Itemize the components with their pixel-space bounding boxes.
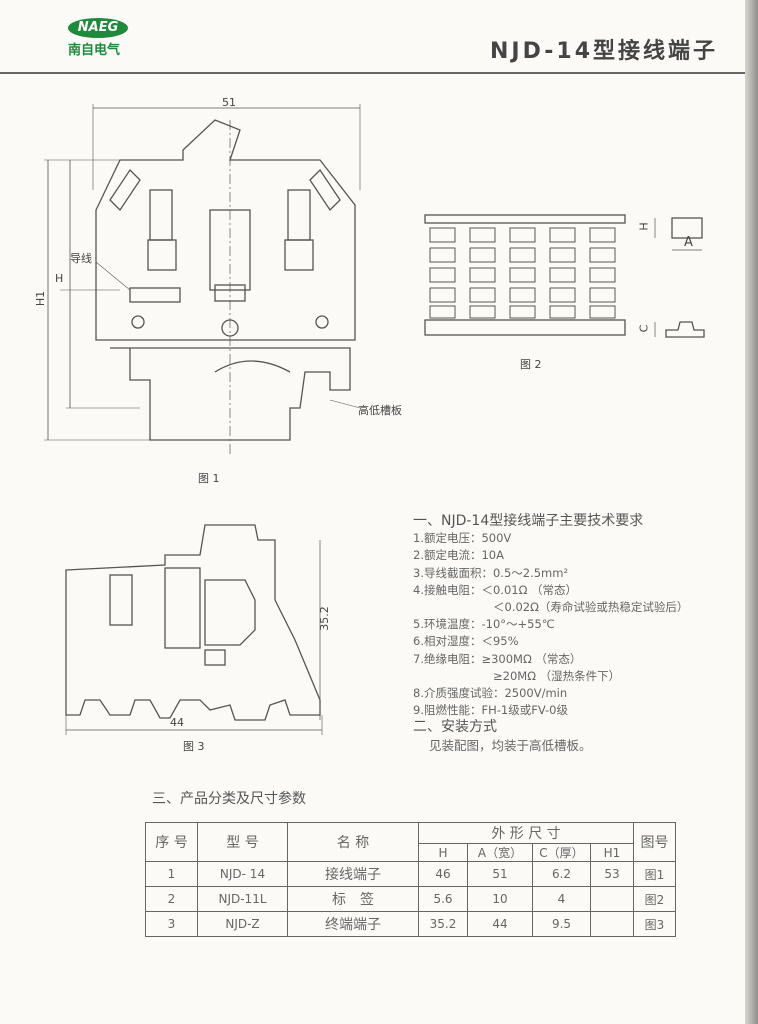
fig3-caption: 图 3 xyxy=(183,740,205,753)
cell-h1 xyxy=(590,886,634,912)
cell-c: 4 xyxy=(532,886,591,912)
header-h1: H1 xyxy=(590,843,634,862)
fig3-dim-width: 44 xyxy=(170,716,184,729)
fig1-dim-h: H xyxy=(55,272,64,285)
figure-3-drawing xyxy=(65,524,323,735)
fig2-dim-a: A xyxy=(684,235,693,250)
cell-model: NJD- 14 xyxy=(197,861,288,887)
table-row: 1 NJD- 14 接线端子 46 51 6.2 53 图1 xyxy=(145,861,676,887)
cell-c: 6.2 xyxy=(532,861,591,887)
table-row: 2 NJD-11L 标 签 5.6 10 4 图2 xyxy=(145,886,676,912)
spec-item: 5.环境温度：-10°～+55℃ xyxy=(413,617,555,632)
fig2-caption: 图 2 xyxy=(520,358,542,371)
cell-model: NJD-11L xyxy=(197,886,288,912)
logo-text: 南自电气 xyxy=(68,43,121,58)
page-title: NJD-14型接线端子 xyxy=(489,39,718,64)
header-name: 名 称 xyxy=(287,822,419,862)
header-c: C（厚） xyxy=(532,843,591,862)
cell-h: 5.6 xyxy=(418,886,468,912)
fig2-dim-h: H xyxy=(637,222,651,231)
header-model: 型 号 xyxy=(197,822,288,862)
spec-item: ≥20MΩ （湿热条件下） xyxy=(493,668,621,683)
spec-item: ＜0.02Ω（寿命试验或热稳定试验后） xyxy=(493,600,689,615)
cell-name: 接线端子 xyxy=(287,861,419,887)
header-dims: 外 形 尺 寸 xyxy=(418,822,634,844)
figure-2-drawing xyxy=(424,214,705,338)
spec-item: 7.绝缘电阻：≥300MΩ （常态） xyxy=(413,651,582,666)
install-heading: 二、安装方式 xyxy=(413,719,497,736)
cell-h: 46 xyxy=(418,861,468,887)
cell-no: 2 xyxy=(145,886,198,912)
spec-item: 4.接触电阻：＜0.01Ω （常态） xyxy=(413,582,578,597)
cell-name: 终端端子 xyxy=(287,911,419,937)
brand-logo: NAEG 南自电气 xyxy=(68,18,132,58)
fig2-dim-c: C xyxy=(637,324,651,333)
cell-fig: 图1 xyxy=(633,861,676,887)
logo-mark: NAEG xyxy=(68,18,128,38)
cell-no: 1 xyxy=(145,861,198,887)
header-fig: 图号 xyxy=(633,822,676,862)
cell-h: 35.2 xyxy=(418,911,468,937)
spec-item: 1.额定电压：500V xyxy=(413,531,512,546)
spec-item: 9.阻燃性能：FH-1级或FV-0级 xyxy=(413,703,568,718)
table-section-title: 三、产品分类及尺寸参数 xyxy=(152,791,306,807)
header-h: H xyxy=(418,843,468,862)
spec-item: 3.导线截面积：0.5～2.5mm² xyxy=(413,565,569,580)
table-row: 3 NJD-Z 终端端子 35.2 44 9.5 图3 xyxy=(145,911,676,937)
fig1-label-rail: 高低槽板 xyxy=(358,404,402,417)
figure-1-drawing xyxy=(44,104,361,455)
page-edge xyxy=(745,0,758,1024)
header-a: A（宽） xyxy=(467,843,533,862)
cell-model: NJD-Z xyxy=(197,911,288,937)
cell-a: 10 xyxy=(467,886,533,912)
product-table: 序 号 型 号 名 称 外 形 尺 寸 图号 H A（宽） C（厚） H1 1 … xyxy=(145,822,676,937)
spec-item: 8.介质强度试验：2500V/min xyxy=(413,686,568,701)
cell-c: 9.5 xyxy=(532,911,591,937)
cell-fig: 图2 xyxy=(633,886,676,912)
cell-h1: 53 xyxy=(590,861,634,887)
fig1-dim-h1: H1 xyxy=(34,290,48,307)
cell-h1 xyxy=(590,911,634,937)
tech-specs: 一、NJD-14型接线端子主要技术要求 1.额定电压：500V 2.额定电流：1… xyxy=(413,513,688,754)
cell-fig: 图3 xyxy=(633,911,676,937)
fig1-label-wire: 导线 xyxy=(70,252,92,265)
spec-item: 6.相对湿度：＜95% xyxy=(413,634,519,649)
cell-name: 标 签 xyxy=(287,886,419,912)
cell-a: 44 xyxy=(467,911,533,937)
cell-no: 3 xyxy=(145,911,198,937)
header-divider xyxy=(0,72,745,74)
spec-item: 2.额定电流：10A xyxy=(413,548,504,563)
install-text: 见装配图，均装于高低槽板。 xyxy=(429,737,592,753)
cell-a: 51 xyxy=(467,861,533,887)
specs-heading: 一、NJD-14型接线端子主要技术要求 xyxy=(413,513,644,529)
fig3-dim-height: 35.2 xyxy=(317,606,331,631)
fig1-dim-width: 51 xyxy=(222,96,236,109)
fig1-caption: 图 1 xyxy=(198,472,220,485)
header-no: 序 号 xyxy=(145,822,198,862)
